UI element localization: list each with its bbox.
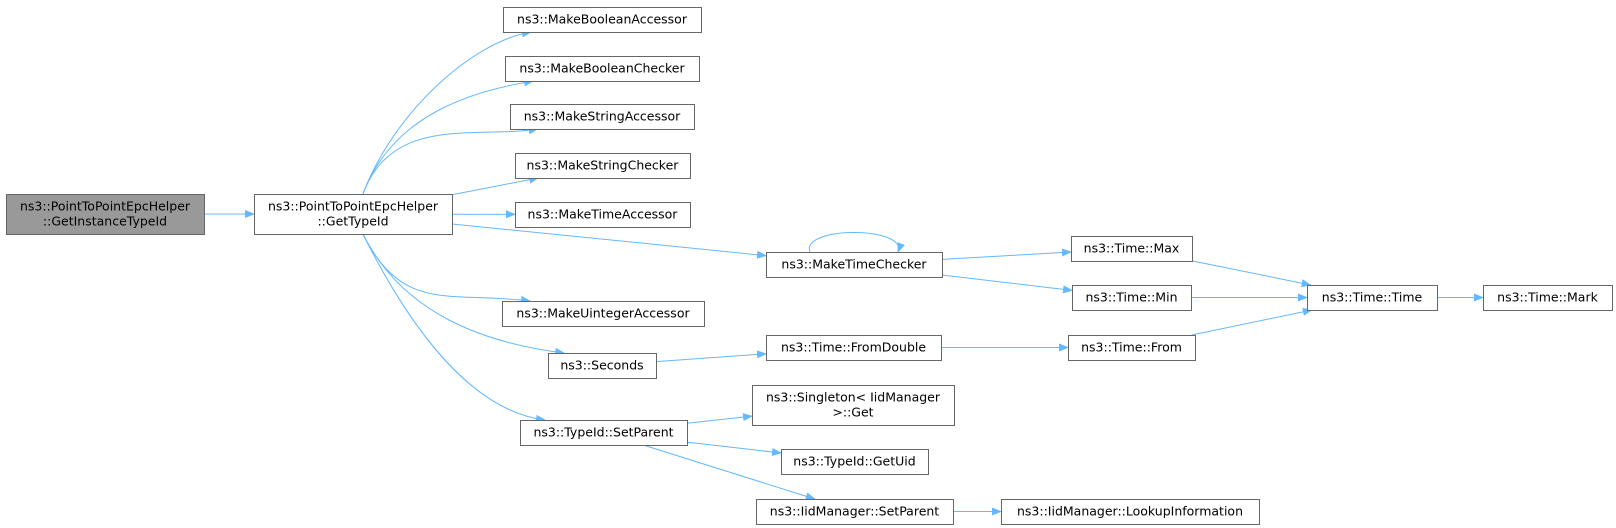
node-label-lookup-0: ns3::IidManager::LookupInformation — [1017, 504, 1243, 519]
node-label-fromdouble-0: ns3::Time::FromDouble — [781, 340, 926, 355]
node-label-gettypeid-1: ::GetTypeId — [317, 214, 388, 229]
node-setparent[interactable]: ns3::TypeId::SetParent — [520, 420, 688, 446]
node-timemin[interactable]: ns3::Time::Min — [1072, 285, 1192, 311]
node-label-root-0: ns3::PointToPointEpcHelper — [20, 199, 191, 214]
node-mkstracc[interactable]: ns3::MakeStringAccessor — [510, 104, 695, 130]
node-mkboolchk[interactable]: ns3::MakeBooleanChecker — [505, 56, 700, 82]
edge-setparent-to-iidsetparent — [643, 444, 816, 501]
node-singleton[interactable]: ns3::Singleton< IidManager>::Get — [752, 385, 955, 426]
node-gettypeid[interactable]: ns3::PointToPointEpcHelper::GetTypeId — [254, 194, 453, 235]
edges — [204, 29, 1484, 516]
edge-timefrom-to-timetime — [1191, 307, 1313, 336]
node-mkboolacc[interactable]: ns3::MakeBooleanAccessor — [503, 7, 702, 33]
edge-gettypeid-to-seconds — [362, 233, 566, 356]
node-box-iidsetparent — [756, 499, 954, 525]
node-label-getuid-0: ns3::TypeId::GetUid — [793, 454, 915, 469]
node-label-gettypeid-0: ns3::PointToPointEpcHelper — [268, 199, 439, 214]
edge-timemax-to-timetime — [1191, 260, 1312, 288]
node-box-mktimechk — [766, 252, 943, 278]
node-lookup[interactable]: ns3::IidManager::LookupInformation — [1001, 499, 1260, 525]
node-label-mkboolacc-0: ns3::MakeBooleanAccessor — [517, 12, 688, 27]
node-box-timefrom — [1068, 335, 1196, 361]
node-box-mkboolacc — [503, 7, 702, 33]
node-label-mktimeacc-0: ns3::MakeTimeAccessor — [528, 207, 679, 222]
nodes: ns3::PointToPointEpcHelper::GetInstanceT… — [6, 7, 1613, 525]
node-mkuintacc[interactable]: ns3::MakeUintegerAccessor — [502, 301, 705, 327]
node-timemark[interactable]: ns3::Time::Mark — [1483, 285, 1613, 311]
edge-mktimechk-to-mktimechk — [809, 232, 905, 253]
edge-setparent-to-singleton — [686, 413, 753, 424]
node-box-seconds — [548, 353, 657, 379]
node-mktimeacc[interactable]: ns3::MakeTimeAccessor — [515, 202, 691, 228]
node-label-timemark-0: ns3::Time::Mark — [1497, 290, 1598, 305]
node-label-mkuintacc-0: ns3::MakeUintegerAccessor — [516, 306, 690, 321]
node-box-mkboolchk — [505, 56, 700, 82]
edge-gettypeid-to-mkboolchk — [362, 78, 534, 195]
node-label-timefrom-0: ns3::Time::From — [1081, 340, 1182, 355]
node-label-timemin-0: ns3::Time::Min — [1085, 290, 1177, 305]
node-box-mktimeacc — [515, 202, 691, 228]
node-label-mkboolchk-0: ns3::MakeBooleanChecker — [519, 61, 685, 76]
node-timefrom[interactable]: ns3::Time::From — [1068, 335, 1196, 361]
node-box-setparent — [520, 420, 688, 446]
node-label-singleton-0: ns3::Singleton< IidManager — [766, 390, 941, 405]
node-label-mkstracc-0: ns3::MakeStringAccessor — [524, 109, 681, 124]
edge-gettypeid-to-mkuintacc — [362, 233, 531, 304]
edge-mktimechk-to-timemin — [941, 274, 1073, 294]
node-label-mktimechk-0: ns3::MakeTimeChecker — [781, 257, 927, 272]
node-box-fromdouble — [766, 335, 942, 361]
node-seconds[interactable]: ns3::Seconds — [548, 353, 657, 379]
edge-gettypeid-to-setparent — [362, 233, 547, 423]
node-label-mkstrchk-0: ns3::MakeStringChecker — [527, 158, 680, 173]
node-label-singleton-1: >::Get — [832, 405, 873, 420]
node-box-timemark — [1483, 285, 1613, 311]
node-label-iidsetparent-0: ns3::IidManager::SetParent — [770, 504, 940, 519]
edge-setparent-to-getuid — [686, 441, 782, 456]
node-box-mkuintacc — [502, 301, 705, 327]
node-label-timemax-0: ns3::Time::Max — [1084, 241, 1180, 256]
node-label-root-1: ::GetInstanceTypeId — [43, 214, 167, 229]
node-box-getuid — [781, 449, 929, 475]
node-fromdouble[interactable]: ns3::Time::FromDouble — [766, 335, 942, 361]
edge-gettypeid-to-mkstracc — [362, 126, 539, 195]
node-iidsetparent[interactable]: ns3::IidManager::SetParent — [756, 499, 954, 525]
node-box-timemax — [1071, 236, 1193, 262]
node-label-setparent-0: ns3::TypeId::SetParent — [533, 425, 673, 440]
node-timemax[interactable]: ns3::Time::Max — [1071, 236, 1193, 262]
node-box-timetime — [1307, 285, 1438, 311]
node-mktimechk[interactable]: ns3::MakeTimeChecker — [766, 252, 943, 278]
node-getuid[interactable]: ns3::TypeId::GetUid — [781, 449, 929, 475]
node-root[interactable]: ns3::PointToPointEpcHelper::GetInstanceT… — [6, 194, 205, 235]
node-mkstrchk[interactable]: ns3::MakeStringChecker — [515, 153, 691, 179]
edge-gettypeid-to-mkstrchk — [451, 175, 540, 196]
node-box-root — [6, 194, 205, 235]
node-label-timetime-0: ns3::Time::Time — [1322, 290, 1423, 305]
node-box-singleton — [752, 385, 955, 426]
node-label-seconds-0: ns3::Seconds — [560, 358, 643, 373]
node-box-mkstracc — [510, 104, 695, 130]
node-box-mkstrchk — [515, 153, 691, 179]
edge-gettypeid-to-mktimechk — [451, 223, 767, 259]
edge-gettypeid-to-mkboolacc — [362, 29, 532, 195]
edge-mktimechk-to-timemax — [941, 248, 1072, 260]
node-box-lookup — [1001, 499, 1260, 525]
edge-seconds-to-fromdouble — [655, 350, 767, 363]
node-timetime[interactable]: ns3::Time::Time — [1307, 285, 1438, 311]
node-box-gettypeid — [254, 194, 453, 235]
node-box-timemin — [1072, 285, 1192, 311]
